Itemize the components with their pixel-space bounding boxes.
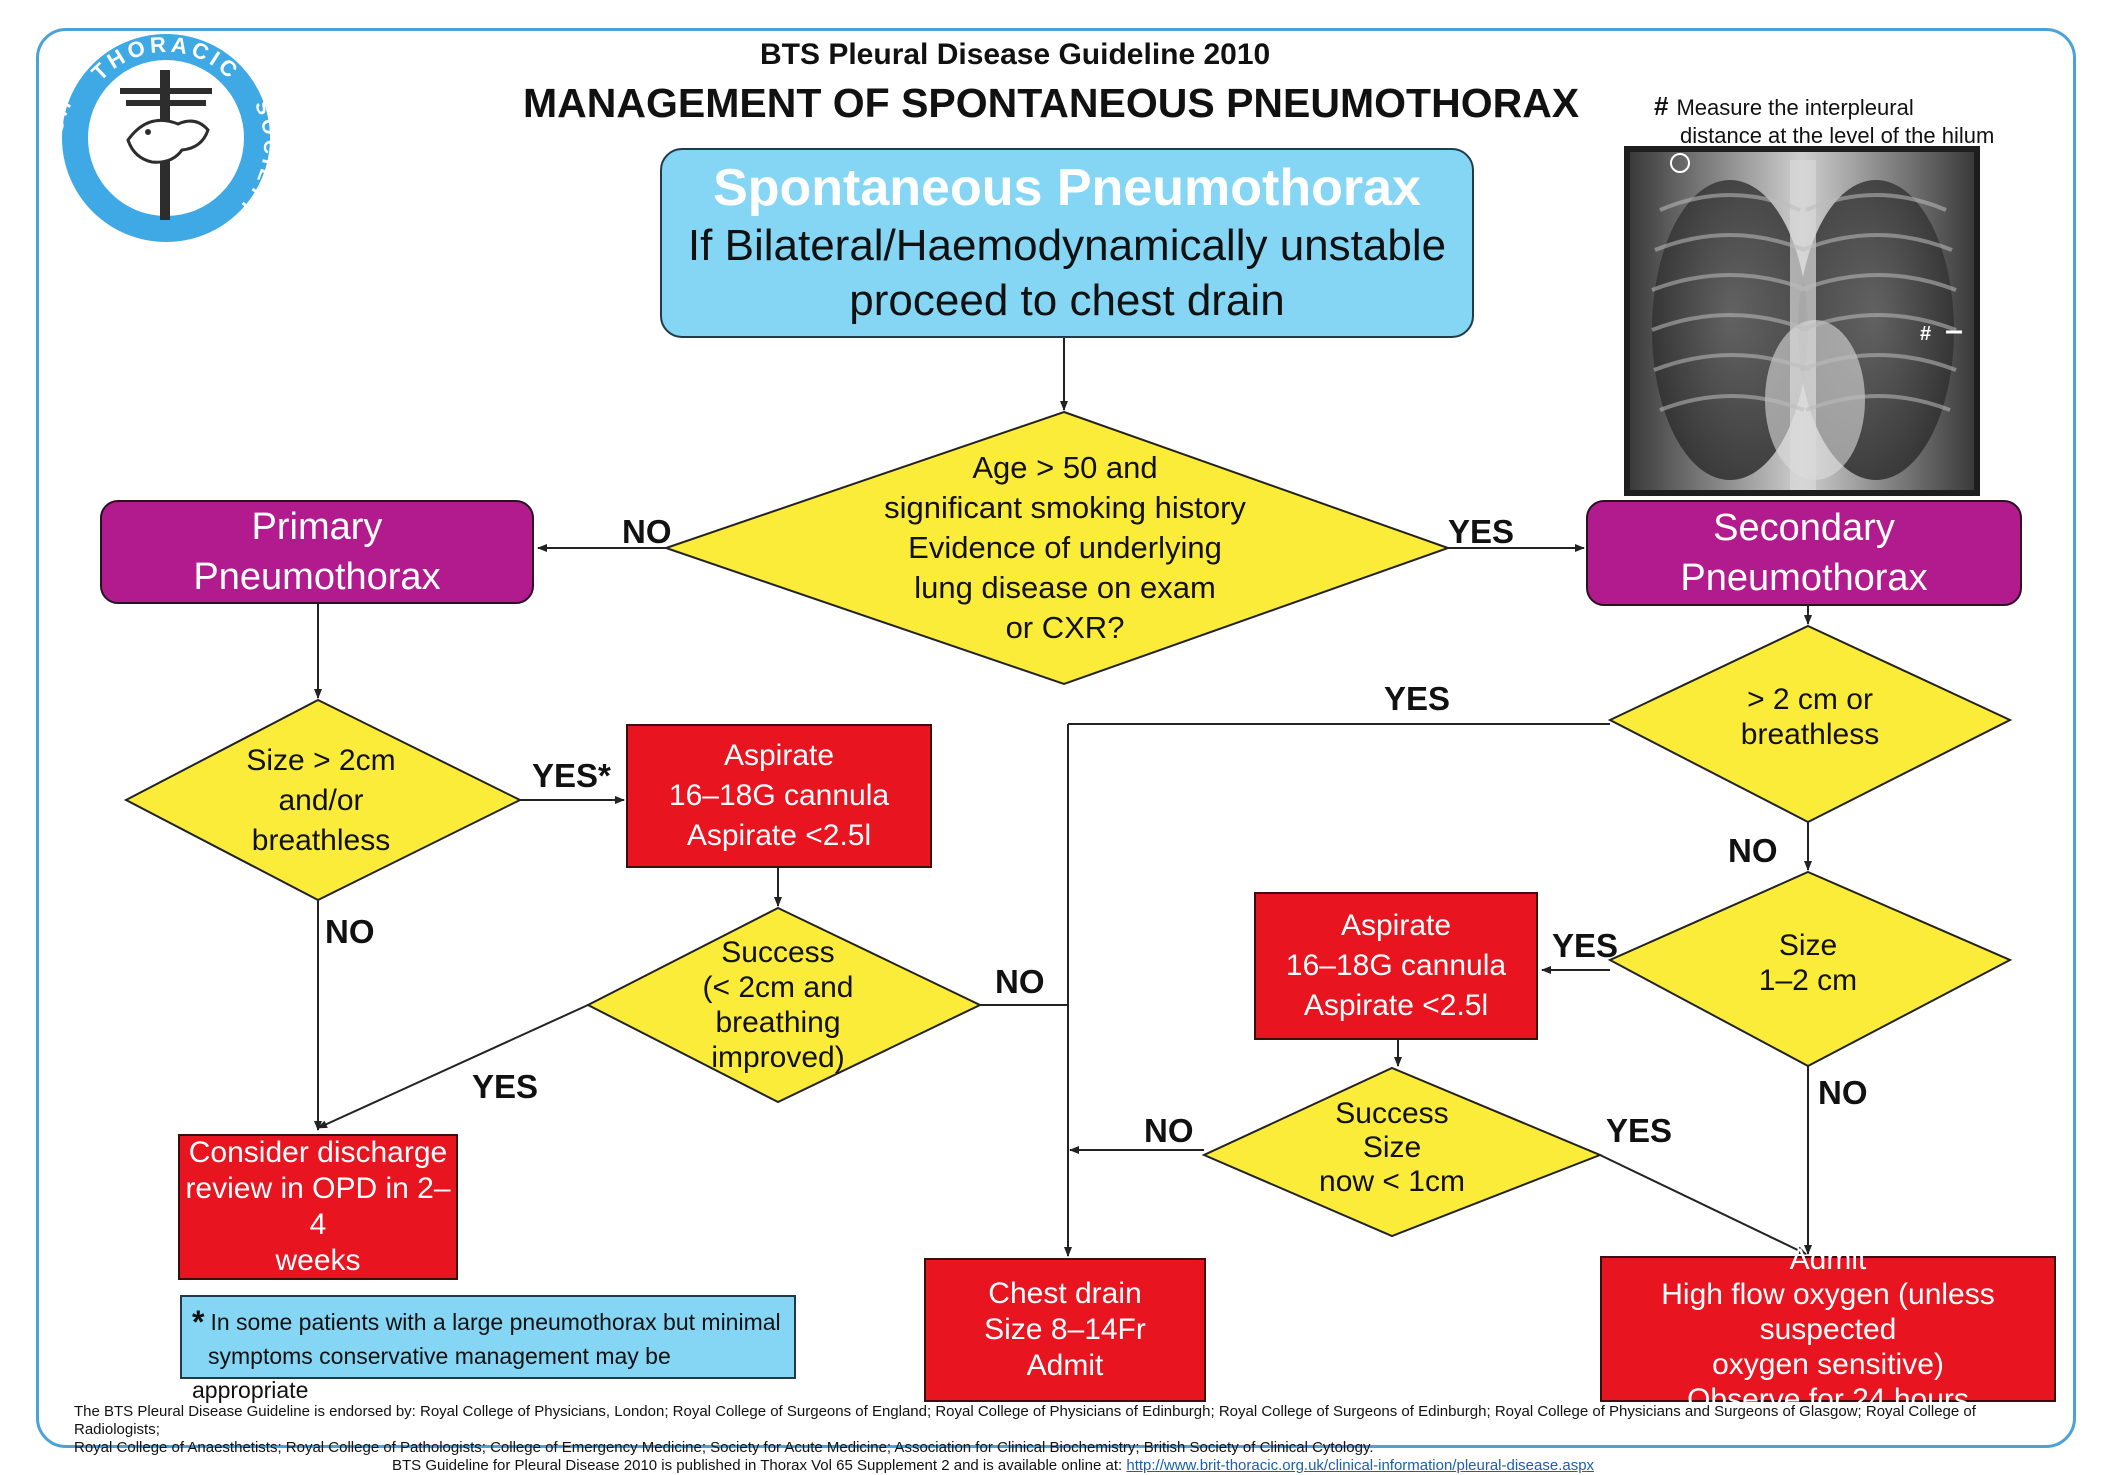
label-yes-success-secondary: YES — [1606, 1112, 1673, 1149]
decision-success-secondary-text: Success Size now < 1cm — [1292, 1092, 1492, 1204]
success-primary-line2: (< 2cm and — [702, 971, 854, 1004]
decision-age-line4: lung disease on exam — [914, 570, 1216, 605]
xray-note-line1: Measure the interpleural — [1676, 95, 1914, 120]
label-no-secondary-2cm: NO — [1728, 832, 1778, 869]
aspirate-primary-line2: 16–18G cannula — [668, 779, 890, 812]
chest-drain-line2: Size 8–14Fr — [984, 1313, 1146, 1346]
secondary-line1: Secondary — [1713, 507, 1895, 549]
guideline-subtitle: BTS Pleural Disease Guideline 2010 — [760, 38, 1271, 71]
size-primary-line1: Size > 2cm — [246, 744, 396, 777]
footer: The BTS Pleural Disease Guideline is end… — [74, 1403, 2054, 1475]
footnote-star: * — [192, 1304, 205, 1340]
discharge-line3: weeks — [275, 1244, 361, 1277]
admit-line2: High flow oxygen (unless suspected — [1661, 1277, 1995, 1346]
page-frame — [36, 28, 2076, 1448]
aspirate-secondary-box: Aspirate 16–18G cannula Aspirate <2.5l — [1254, 892, 1538, 1040]
size-primary-line3: breathless — [251, 824, 391, 857]
admit-line1: Admit — [1789, 1242, 1867, 1276]
aspirate-secondary-line1: Aspirate — [1340, 909, 1452, 942]
footer-link[interactable]: http://www.brit-thoracic.org.uk/clinical… — [1126, 1457, 1595, 1474]
decision-size-primary-text: Size > 2cm and/or breathless — [196, 736, 446, 866]
connectors — [314, 338, 1812, 1257]
size-primary-line2: and/or — [278, 784, 364, 817]
decision-success-primary-diamond — [585, 906, 983, 1104]
discharge-line2: review in OPD in 2–4 — [185, 1172, 451, 1241]
hash-symbol: # — [1654, 91, 1669, 121]
xray-measure-note: # Measure the interpleural distance at th… — [1654, 92, 1994, 150]
success-primary-line3: breathing — [715, 1006, 841, 1039]
chest-drain-line1: Chest drain — [988, 1277, 1142, 1310]
label-yes-size-12: YES — [1552, 927, 1619, 964]
label-no-age: NO — [622, 513, 672, 550]
chest-drain-line3: Admit — [1026, 1349, 1104, 1382]
decision-age-line2: significant smoking history — [884, 490, 1246, 525]
page-title: MANAGEMENT OF SPONTANEOUS PNEUMOTHORAX — [523, 80, 1580, 126]
label-yes-star-size: YES* — [532, 757, 611, 794]
decision-success-secondary-diamond — [1201, 1066, 1603, 1238]
bts-logo: THORACIC BRITISH SOCIETY — [44, 32, 277, 242]
secondary-2cm-line1: > 2 cm or — [1747, 683, 1873, 716]
aspirate-primary-line1: Aspirate — [723, 739, 835, 772]
decision-secondary-2cm-text: > 2 cm or breathless — [1700, 672, 1920, 762]
label-no-size-primary: NO — [325, 913, 375, 950]
admit-line3: oxygen sensitive) — [1712, 1347, 1944, 1381]
primary-line1: Primary — [251, 506, 383, 548]
decision-age-line1: Age > 50 and — [972, 450, 1158, 485]
chest-xray-image: # — [1624, 146, 1980, 496]
footnote-box: *In some patients with a large pneumotho… — [180, 1295, 796, 1403]
success-secondary-line3: now < 1cm — [1319, 1165, 1465, 1198]
footer-line3-wrap: BTS Guideline for Pleural Disease 2010 i… — [74, 1457, 2054, 1475]
aspirate-primary-line3: Aspirate <2.5l — [686, 819, 872, 852]
aspirate-secondary-line2: 16–18G cannula — [1285, 949, 1507, 982]
start-box-heading: Spontaneous Pneumothorax — [713, 159, 1421, 217]
start-box-line1: If Bilateral/Haemodynamically unstable — [687, 221, 1447, 270]
discharge-box: Consider discharge review in OPD in 2–4 … — [178, 1134, 458, 1280]
secondary-pneumothorax-box: Secondary Pneumothorax — [1586, 500, 2022, 606]
size-12-line1: Size — [1778, 929, 1838, 962]
footer-line3: BTS Guideline for Pleural Disease 2010 i… — [392, 1457, 1123, 1474]
label-yes-success-primary: YES — [472, 1068, 539, 1105]
aspirate-secondary-line3: Aspirate <2.5l — [1303, 989, 1489, 1022]
primary-line2: Pneumothorax — [193, 556, 441, 598]
xray-hash-marker: # — [1920, 323, 1931, 345]
footnote-line2: symptoms conservative management may be … — [192, 1343, 671, 1403]
secondary-line2: Pneumothorax — [1680, 557, 1928, 599]
success-secondary-line1: Success — [1335, 1097, 1449, 1130]
label-no-success-primary: NO — [995, 963, 1045, 1000]
footer-line2: Royal College of Anaesthetists; Royal Co… — [74, 1439, 1374, 1456]
success-secondary-line2: Size — [1362, 1131, 1422, 1164]
start-box-line2: proceed to chest drain — [849, 276, 1285, 325]
label-yes-age: YES — [1448, 513, 1515, 550]
decision-age-text: Age > 50 and significant smoking history… — [820, 448, 1310, 648]
decision-size-12-text: Size 1–2 cm — [1708, 918, 1908, 1008]
success-primary-line1: Success — [721, 936, 835, 969]
size-12-line2: 1–2 cm — [1758, 964, 1858, 997]
label-no-success-secondary: NO — [1144, 1112, 1194, 1149]
label-no-size-12: NO — [1818, 1074, 1868, 1111]
admit-line4: Observe for 24 hours — [1687, 1382, 1969, 1416]
discharge-line1: Consider discharge — [188, 1136, 448, 1169]
primary-pneumothorax-box: Primary Pneumothorax — [100, 500, 534, 604]
secondary-2cm-line2: breathless — [1740, 718, 1880, 751]
decision-age-line3: Evidence of underlying — [908, 530, 1222, 565]
decision-age-line5: or CXR? — [1005, 610, 1125, 645]
decision-age-diamond — [662, 410, 1451, 686]
footer-line1: The BTS Pleural Disease Guideline is end… — [74, 1403, 1976, 1438]
chest-drain-box: Chest drain Size 8–14Fr Admit — [924, 1258, 1206, 1402]
start-box: Spontaneous Pneumothorax If Bilateral/Ha… — [660, 148, 1474, 338]
xray-note-line2: distance at the level of the hilum — [1680, 123, 1995, 148]
decision-success-primary-text: Success (< 2cm and breathing improved) — [660, 930, 896, 1080]
admit-box: Admit High flow oxygen (unless suspected… — [1600, 1243, 2056, 1416]
aspirate-primary-box: Aspirate 16–18G cannula Aspirate <2.5l — [626, 724, 932, 868]
success-primary-line4: improved) — [711, 1041, 845, 1074]
footnote-line1: In some patients with a large pneumothor… — [210, 1309, 781, 1335]
label-yes-secondary-2cm: YES — [1384, 680, 1451, 717]
